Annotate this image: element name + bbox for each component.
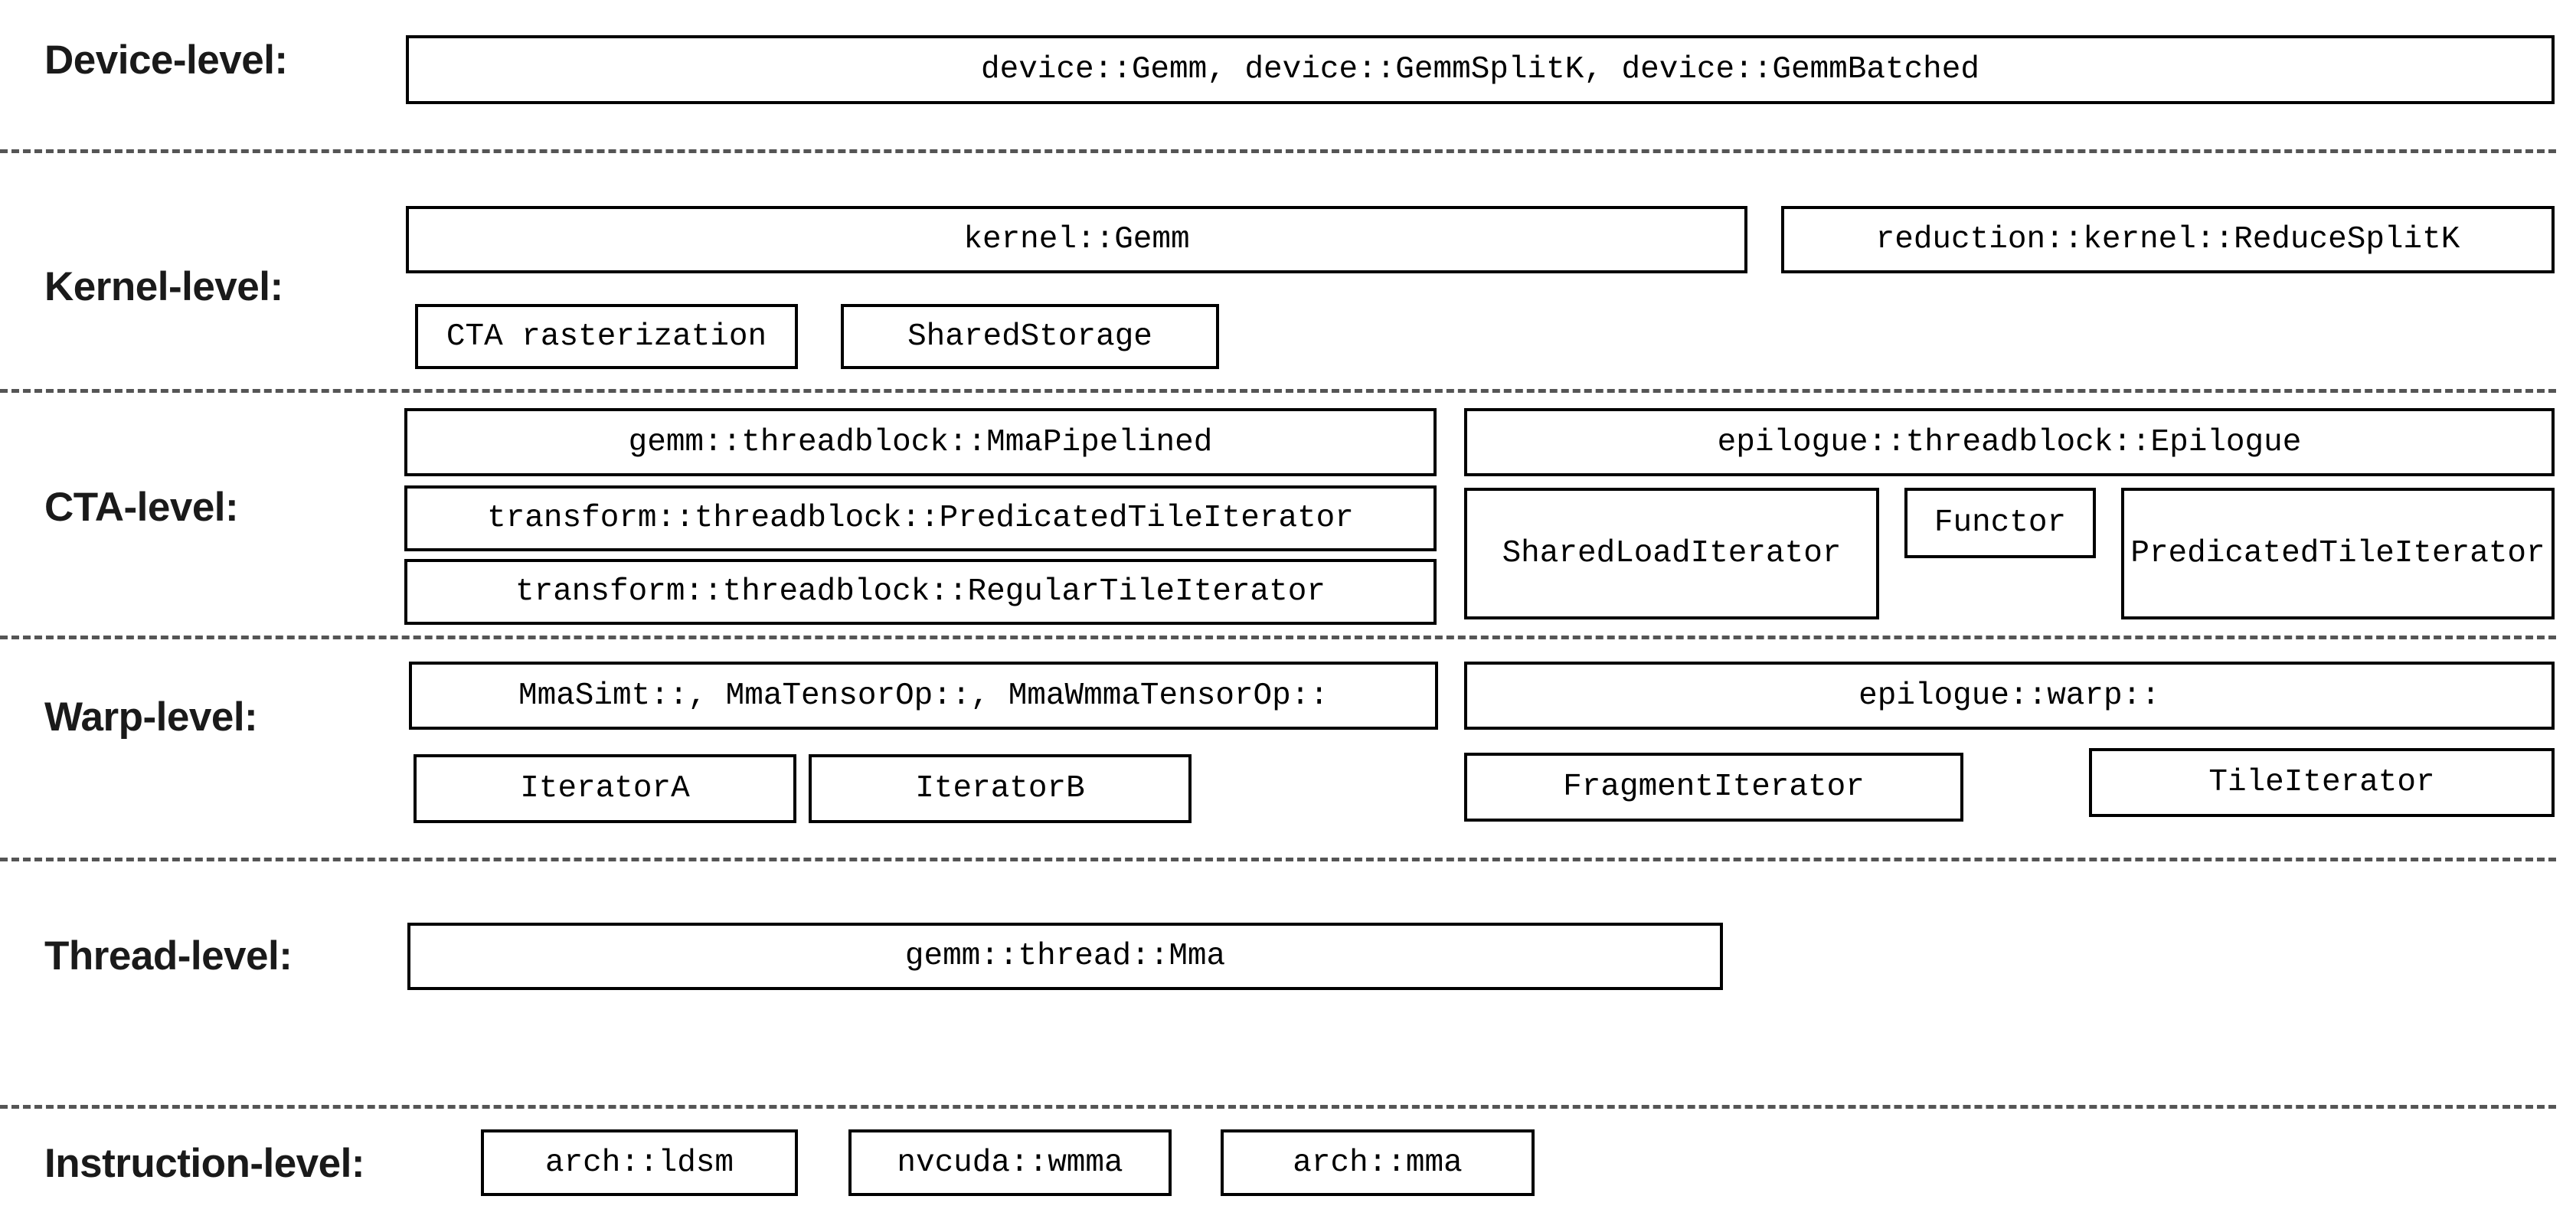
box-reduction-kernel-reducesplitk[interactable]: reduction::kernel::ReduceSplitK: [1781, 206, 2555, 273]
box-iterator-a[interactable]: IteratorA: [414, 754, 796, 823]
level-label-warp: Warp-level:: [44, 694, 258, 740]
divider-kernel-cta: [0, 389, 2556, 393]
level-label-device: Device-level:: [44, 38, 288, 83]
box-predicatedtileiterator[interactable]: PredicatedTileIterator: [2121, 488, 2555, 619]
level-label-cta: CTA-level:: [44, 485, 239, 530]
box-functor[interactable]: Functor: [1904, 488, 2096, 558]
box-mma-variants[interactable]: MmaSimt::, MmaTensorOp::, MmaWmmaTensorO…: [409, 662, 1438, 730]
box-nvcuda-wmma[interactable]: nvcuda::wmma: [848, 1129, 1172, 1196]
box-fragmentiterator[interactable]: FragmentIterator: [1464, 753, 1963, 822]
box-arch-mma[interactable]: arch::mma: [1221, 1129, 1535, 1196]
box-tileiterator[interactable]: TileIterator: [2089, 748, 2555, 817]
divider-cta-warp: [0, 636, 2556, 639]
level-label-thread: Thread-level:: [44, 933, 293, 979]
level-label-instruction: Instruction-level:: [44, 1141, 365, 1186]
box-epilogue-threadblock-epilogue[interactable]: epilogue::threadblock::Epilogue: [1464, 408, 2555, 476]
box-arch-ldsm[interactable]: arch::ldsm: [481, 1129, 798, 1196]
box-gemm-threadblock-mmapipelined[interactable]: gemm::threadblock::MmaPipelined: [404, 408, 1437, 476]
box-shared-storage[interactable]: SharedStorage: [841, 304, 1219, 369]
box-kernel-gemm[interactable]: kernel::Gemm: [406, 206, 1747, 273]
box-sharedloaditerator[interactable]: SharedLoadIterator: [1464, 488, 1879, 619]
divider-device-kernel: [0, 149, 2556, 153]
box-device-gemm[interactable]: device::Gemm, device::GemmSplitK, device…: [406, 35, 2555, 104]
box-epilogue-warp[interactable]: epilogue::warp::: [1464, 662, 2555, 730]
box-cta-rasterization[interactable]: CTA rasterization: [415, 304, 798, 369]
level-label-kernel: Kernel-level:: [44, 264, 283, 309]
box-transform-threadblock-regulartileiterator[interactable]: transform::threadblock::RegularTileItera…: [404, 559, 1437, 625]
divider-warp-thread: [0, 858, 2556, 861]
box-gemm-thread-mma[interactable]: gemm::thread::Mma: [407, 923, 1723, 990]
box-iterator-b[interactable]: IteratorB: [809, 754, 1192, 823]
divider-thread-instruction: [0, 1105, 2556, 1109]
box-transform-threadblock-predicatedtileiterator[interactable]: transform::threadblock::PredicatedTileIt…: [404, 485, 1437, 551]
